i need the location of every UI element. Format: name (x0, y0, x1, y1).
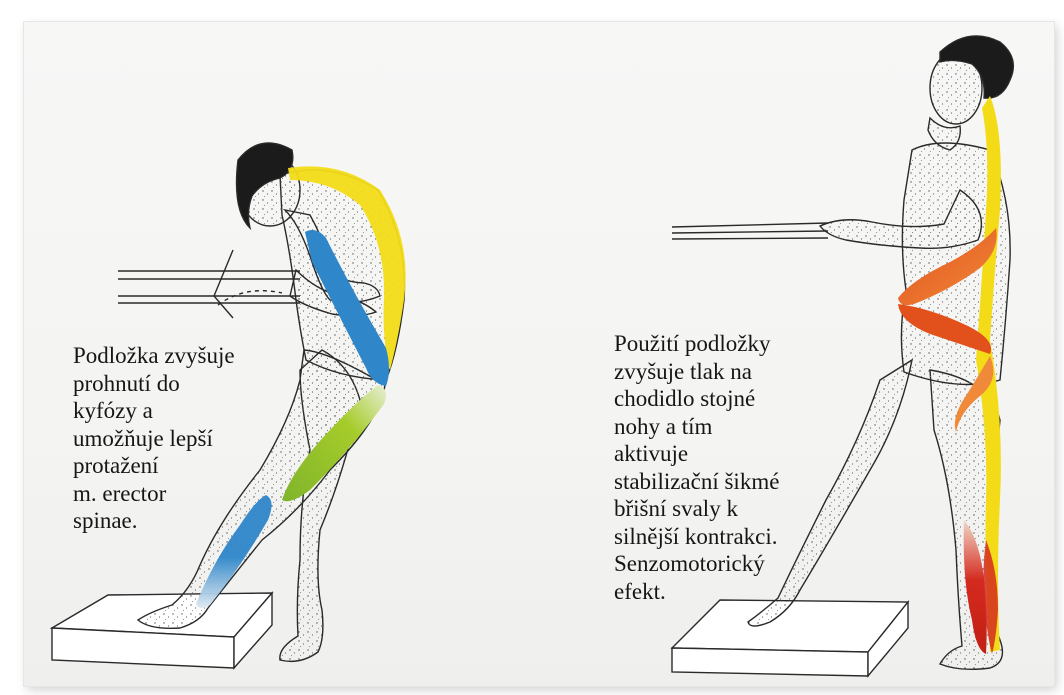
right-caption-line: silnější kontrakci. (614, 523, 779, 551)
right-arms (820, 190, 981, 248)
left-caption-line: m. erector (73, 480, 235, 508)
right-caption-line: Senzomotorický (614, 550, 779, 578)
left-caption-line: kyfózy a (73, 397, 235, 425)
left-caption-line: umožňuje lepší (73, 425, 235, 453)
right-caption-line: Použití podložky (614, 330, 779, 358)
right-caption-line: efekt. (614, 578, 779, 606)
left-caption-line: prohnutí do (73, 370, 235, 398)
left-balance-pad (52, 593, 272, 668)
left-caption: Podložka zvyšuje prohnutí do kyfózy a um… (73, 342, 235, 535)
right-cable-lines (672, 223, 828, 239)
right-caption-line: aktivuje (614, 440, 779, 468)
right-caption-line: stabilizační šikmé (614, 468, 779, 496)
right-caption-line: zvyšuje tlak na (614, 358, 779, 386)
left-caption-line: protažení (73, 452, 235, 480)
left-cable-lines (118, 250, 300, 318)
left-caption-line: spinae. (73, 507, 235, 535)
left-caption-line: Podložka zvyšuje (73, 342, 235, 370)
right-caption: Použití podložky zvyšuje tlak na chodidl… (614, 330, 779, 605)
right-balance-pad (672, 600, 908, 676)
right-caption-line: chodidlo stojné (614, 385, 779, 413)
right-caption-line: břišní svaly k (614, 495, 779, 523)
right-caption-line: nohy a tím (614, 413, 779, 441)
